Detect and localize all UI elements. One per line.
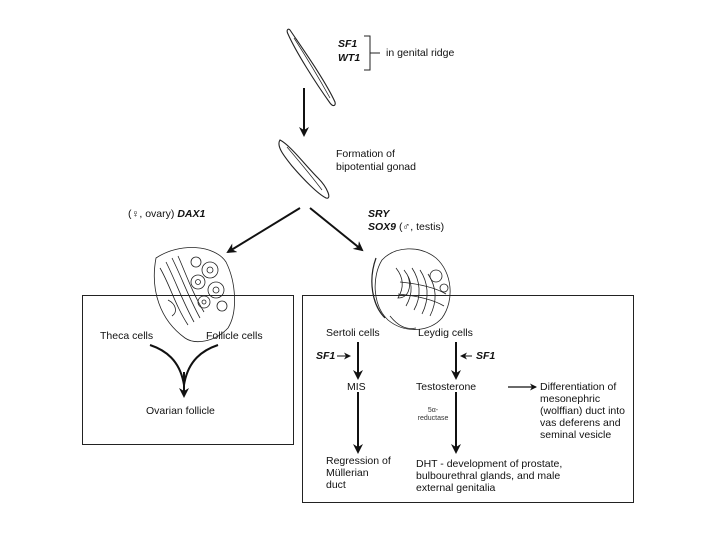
genital-ridge-bracket bbox=[364, 35, 380, 71]
genital-ridge-drawing bbox=[286, 28, 336, 107]
differentiation-line: seminal vesicle bbox=[540, 429, 612, 441]
mis-label: MIS bbox=[347, 381, 366, 393]
leydig-cells-label: Leydig cells bbox=[418, 327, 473, 339]
follicle-cells-label: Follicle cells bbox=[206, 330, 263, 342]
differentiation-line: mesonephric bbox=[540, 393, 601, 405]
dax1-label: (♀, ovary) DAX1 bbox=[128, 208, 205, 220]
testis-drawing bbox=[371, 248, 451, 330]
regression-line: duct bbox=[326, 479, 346, 491]
ovary-drawing bbox=[153, 247, 235, 343]
dht-line: bulbourethral glands, and male bbox=[416, 470, 561, 482]
arrow-to-ovary bbox=[226, 207, 301, 254]
sf1-right-label: SF1 bbox=[476, 350, 496, 362]
differentiation-line: vas deferens and bbox=[540, 417, 621, 429]
ovary-box bbox=[82, 295, 294, 445]
regression-line: Regression of bbox=[326, 455, 391, 467]
bipotential-label-1: Formation of bbox=[336, 148, 395, 160]
differentiation-line: Differentiation of bbox=[540, 381, 617, 393]
reductase-line: reductase bbox=[417, 415, 449, 422]
differentiation-line: (wolffian) duct into bbox=[540, 405, 626, 417]
sox9-label: SOX9 (♂, testis) bbox=[368, 221, 444, 233]
theca-cells-label: Theca cells bbox=[100, 330, 154, 342]
gene-sf1-top: SF1 bbox=[338, 38, 358, 50]
testis-suffix: (♂, testis) bbox=[398, 221, 445, 233]
genital-ridge-label: in genital ridge bbox=[386, 47, 455, 59]
dht-line: DHT - development of prostate, bbox=[416, 458, 563, 470]
bipotential-label-2: bipotential gonad bbox=[336, 161, 416, 173]
gene-sox9: SOX9 bbox=[368, 221, 397, 233]
reductase-line: 5α- bbox=[427, 407, 439, 414]
ovarian-follicle-arrows bbox=[149, 344, 219, 398]
sf1-left-label: SF1 bbox=[316, 350, 336, 362]
testis-box bbox=[302, 295, 634, 503]
reductase-label: 5α- reductase bbox=[412, 407, 454, 423]
sertoli-cells-label: Sertoli cells bbox=[326, 327, 380, 339]
gene-dax1: DAX1 bbox=[177, 208, 206, 220]
ovarian-follicle-label: Ovarian follicle bbox=[146, 405, 215, 417]
regression-line: Müllerian bbox=[326, 467, 369, 479]
bipotential-gonad-drawing bbox=[278, 139, 330, 199]
regression-label: Regression of Müllerian duct bbox=[326, 455, 391, 491]
testosterone-label: Testosterone bbox=[416, 381, 477, 393]
dht-label: DHT - development of prostate, bulbouret… bbox=[416, 458, 562, 494]
differentiation-label: Differentiation of mesonephric (wolffian… bbox=[540, 381, 625, 441]
arrow-to-testis bbox=[309, 207, 364, 252]
gene-sry: SRY bbox=[368, 208, 390, 220]
dht-line: external genitalia bbox=[416, 482, 496, 494]
ovary-prefix: (♀, ovary) bbox=[128, 208, 175, 220]
gene-wt1: WT1 bbox=[338, 52, 361, 64]
